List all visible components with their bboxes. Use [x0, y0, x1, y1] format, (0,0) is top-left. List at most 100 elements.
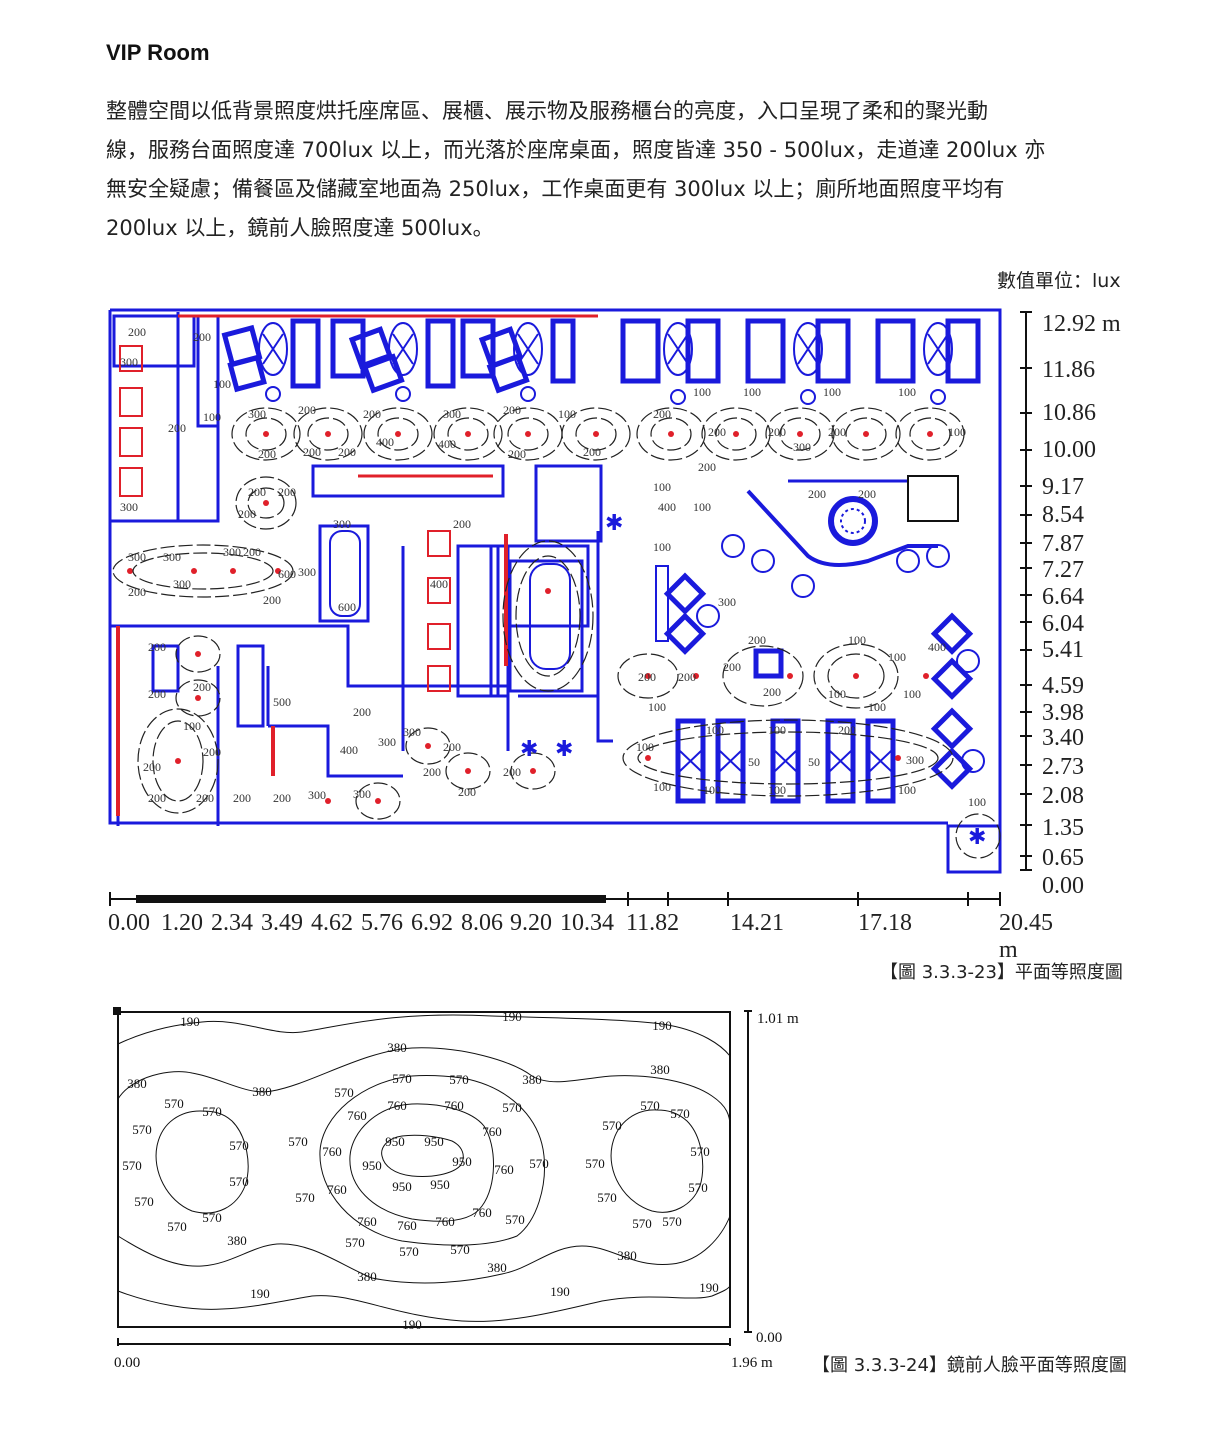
svg-text:300: 300: [120, 355, 138, 369]
svg-text:✱: ✱: [968, 825, 986, 850]
y-tick: 0.00: [1042, 873, 1084, 899]
paragraph-line: 無安全疑慮；備餐區及儲藏室地面為 250lux，工作桌面更有 300lux 以上…: [106, 177, 1005, 201]
svg-text:100: 100: [848, 633, 866, 647]
x-tick: 2.34: [211, 910, 253, 936]
svg-text:760: 760: [327, 1182, 347, 1197]
svg-text:950: 950: [385, 1134, 405, 1149]
y-tick: 11.86: [1042, 357, 1096, 383]
x-tick: 17.18: [858, 910, 912, 936]
svg-text:570: 570: [229, 1138, 249, 1153]
svg-text:570: 570: [122, 1158, 142, 1173]
svg-text:300: 300: [333, 517, 351, 531]
svg-text:300: 300: [353, 787, 371, 801]
y-tick: 3.40: [1042, 725, 1084, 751]
svg-text:100: 100: [203, 410, 221, 424]
x-axis-max-fig2: 1.96 m: [731, 1355, 773, 1371]
x-tick: 10.34: [560, 910, 614, 936]
svg-text:570: 570: [505, 1212, 525, 1227]
svg-text:200: 200: [258, 447, 276, 461]
svg-text:760: 760: [347, 1108, 367, 1123]
figure-caption-2: 【圖 3.3.3-24】鏡前人臉平面等照度圖: [812, 1355, 1127, 1376]
y-tick: 7.87: [1042, 531, 1084, 557]
svg-text:200: 200: [458, 785, 476, 799]
svg-text:300: 300: [120, 500, 138, 514]
svg-text:200: 200: [338, 445, 356, 459]
svg-text:200: 200: [508, 447, 526, 461]
svg-text:400: 400: [340, 743, 358, 757]
svg-text:100: 100: [968, 795, 986, 809]
x-tick: 0.00: [108, 910, 150, 936]
svg-text:570: 570: [632, 1216, 652, 1231]
svg-text:380: 380: [487, 1260, 507, 1275]
svg-text:200: 200: [143, 760, 161, 774]
svg-text:300: 300: [906, 753, 924, 767]
svg-text:100: 100: [888, 650, 906, 664]
svg-text:100: 100: [703, 783, 721, 797]
svg-text:190: 190: [250, 1286, 270, 1301]
svg-text:570: 570: [688, 1180, 708, 1195]
svg-text:200: 200: [233, 791, 251, 805]
svg-text:100: 100: [948, 425, 966, 439]
svg-text:380: 380: [127, 1076, 147, 1091]
svg-text:570: 570: [597, 1190, 617, 1205]
svg-text:100: 100: [213, 377, 231, 391]
svg-text:100: 100: [558, 407, 576, 421]
svg-text:200: 200: [353, 705, 371, 719]
svg-text:570: 570: [392, 1071, 412, 1086]
svg-text:760: 760: [444, 1098, 464, 1113]
svg-text:100: 100: [868, 700, 886, 714]
y-tick: 6.64: [1042, 584, 1084, 610]
x-tick: 4.62: [311, 910, 353, 936]
svg-text:200: 200: [203, 745, 221, 759]
svg-text:200: 200: [303, 445, 321, 459]
svg-text:100: 100: [653, 480, 671, 494]
svg-text:300: 300: [403, 725, 421, 739]
svg-text:600: 600: [278, 567, 296, 581]
svg-text:200: 200: [273, 791, 291, 805]
svg-text:100: 100: [903, 687, 921, 701]
svg-text:300: 300: [308, 788, 326, 802]
svg-text:190: 190: [180, 1014, 200, 1029]
x-tick: 11.82: [626, 910, 680, 936]
x-tick: 1.20: [161, 910, 203, 936]
svg-text:570: 570: [167, 1219, 187, 1234]
svg-text:400: 400: [928, 640, 946, 654]
y-tick: 2.08: [1042, 783, 1084, 809]
svg-text:200: 200: [148, 791, 166, 805]
y-tick: 7.27: [1042, 557, 1084, 583]
svg-text:570: 570: [229, 1174, 249, 1189]
svg-text:200: 200: [148, 687, 166, 701]
svg-text:200: 200: [858, 487, 876, 501]
y-tick: 10.00: [1042, 437, 1096, 463]
svg-text:570: 570: [295, 1190, 315, 1205]
svg-text:380: 380: [387, 1040, 407, 1055]
y-tick: 5.41: [1042, 637, 1084, 663]
svg-text:200: 200: [698, 460, 716, 474]
svg-text:760: 760: [387, 1098, 407, 1113]
x-axis-line: [109, 892, 1001, 906]
svg-text:570: 570: [662, 1214, 682, 1229]
y-tick: 3.98: [1042, 700, 1084, 726]
svg-text:760: 760: [322, 1144, 342, 1159]
svg-text:200: 200: [503, 765, 521, 779]
svg-text:300: 300: [128, 550, 146, 564]
svg-text:200: 200: [678, 670, 696, 684]
svg-text:200: 200: [838, 723, 856, 737]
svg-text:190: 190: [652, 1018, 672, 1033]
y-tick: 12.92 m: [1042, 311, 1121, 337]
svg-text:✱: ✱: [555, 737, 573, 762]
svg-text:100: 100: [693, 385, 711, 399]
svg-text:400: 400: [430, 577, 448, 591]
svg-text:200: 200: [148, 640, 166, 654]
svg-text:570: 570: [602, 1118, 622, 1133]
description-paragraph: 整體空間以低背景照度烘托座席區、展櫃、展示物及服務櫃台的亮度，入口呈現了柔和的聚…: [106, 92, 1146, 248]
svg-text:100: 100: [828, 687, 846, 701]
svg-text:570: 570: [132, 1122, 152, 1137]
svg-text:570: 570: [334, 1085, 354, 1100]
svg-text:100: 100: [898, 783, 916, 797]
svg-text:100: 100: [768, 723, 786, 737]
svg-text:400: 400: [438, 437, 456, 451]
svg-text:200: 200: [828, 425, 846, 439]
svg-text:50: 50: [748, 755, 760, 769]
svg-text:950: 950: [392, 1179, 412, 1194]
